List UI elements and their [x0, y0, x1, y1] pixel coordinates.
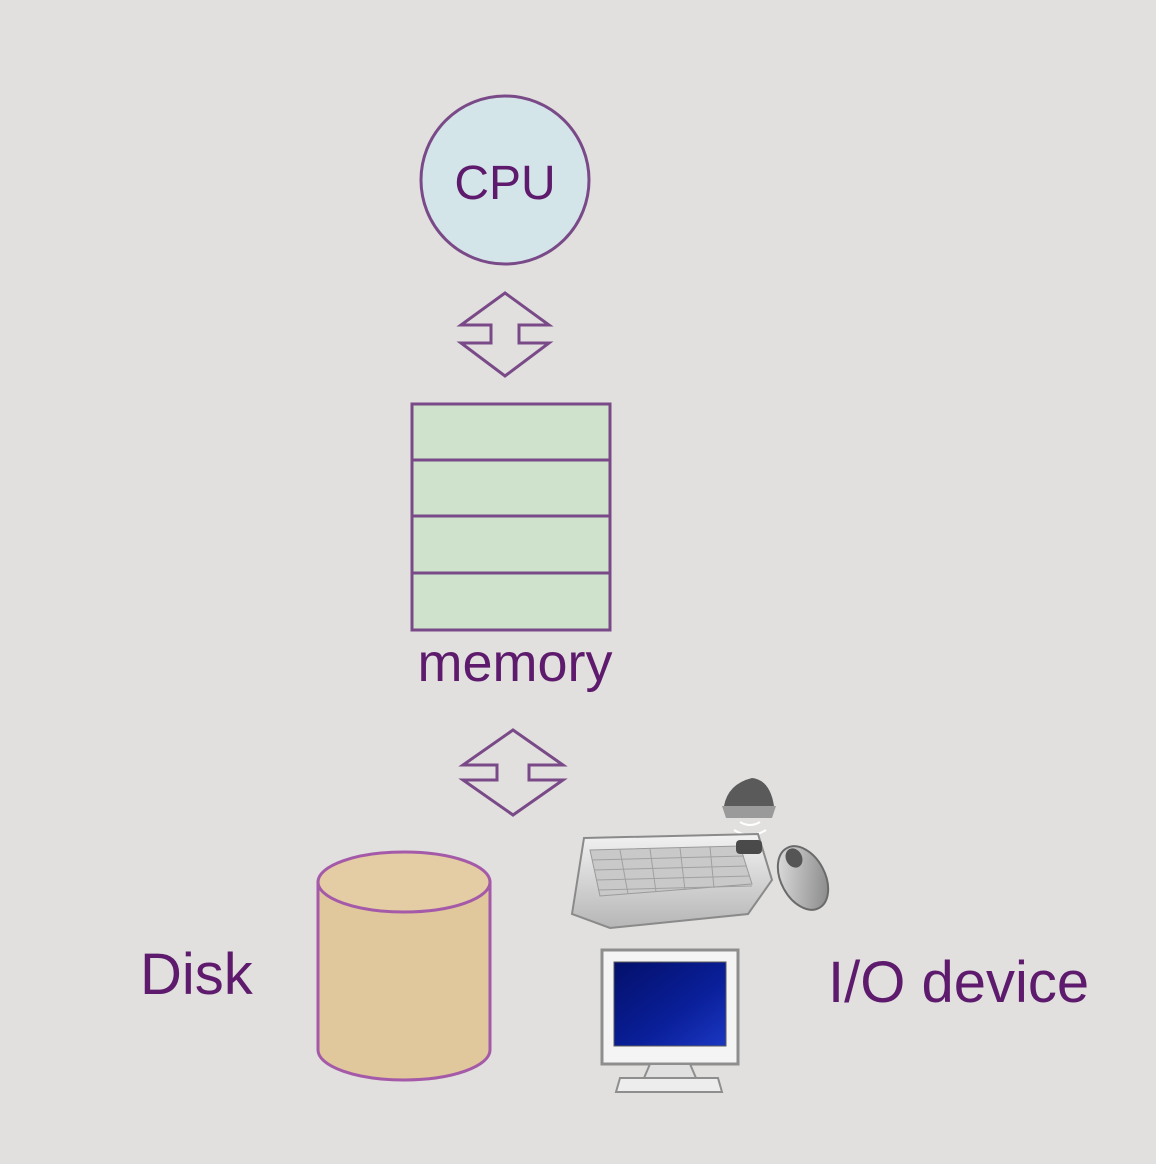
io-device-label: I/O device: [828, 950, 1090, 1015]
keyboard-icon: [570, 832, 774, 930]
memory-block: [410, 402, 612, 632]
cpu-label: CPU: [454, 157, 556, 210]
memory-label: memory: [417, 633, 613, 693]
double-arrow-icon: [456, 291, 554, 378]
monitor-icon: [600, 948, 740, 1093]
receiver-icon: [722, 778, 776, 836]
cpu-node: [419, 94, 591, 266]
disk-cylinder-icon: [316, 850, 492, 1082]
double-arrow-icon: [458, 728, 568, 817]
disk-label: Disk: [140, 942, 253, 1007]
mouse-icon: [776, 845, 830, 911]
